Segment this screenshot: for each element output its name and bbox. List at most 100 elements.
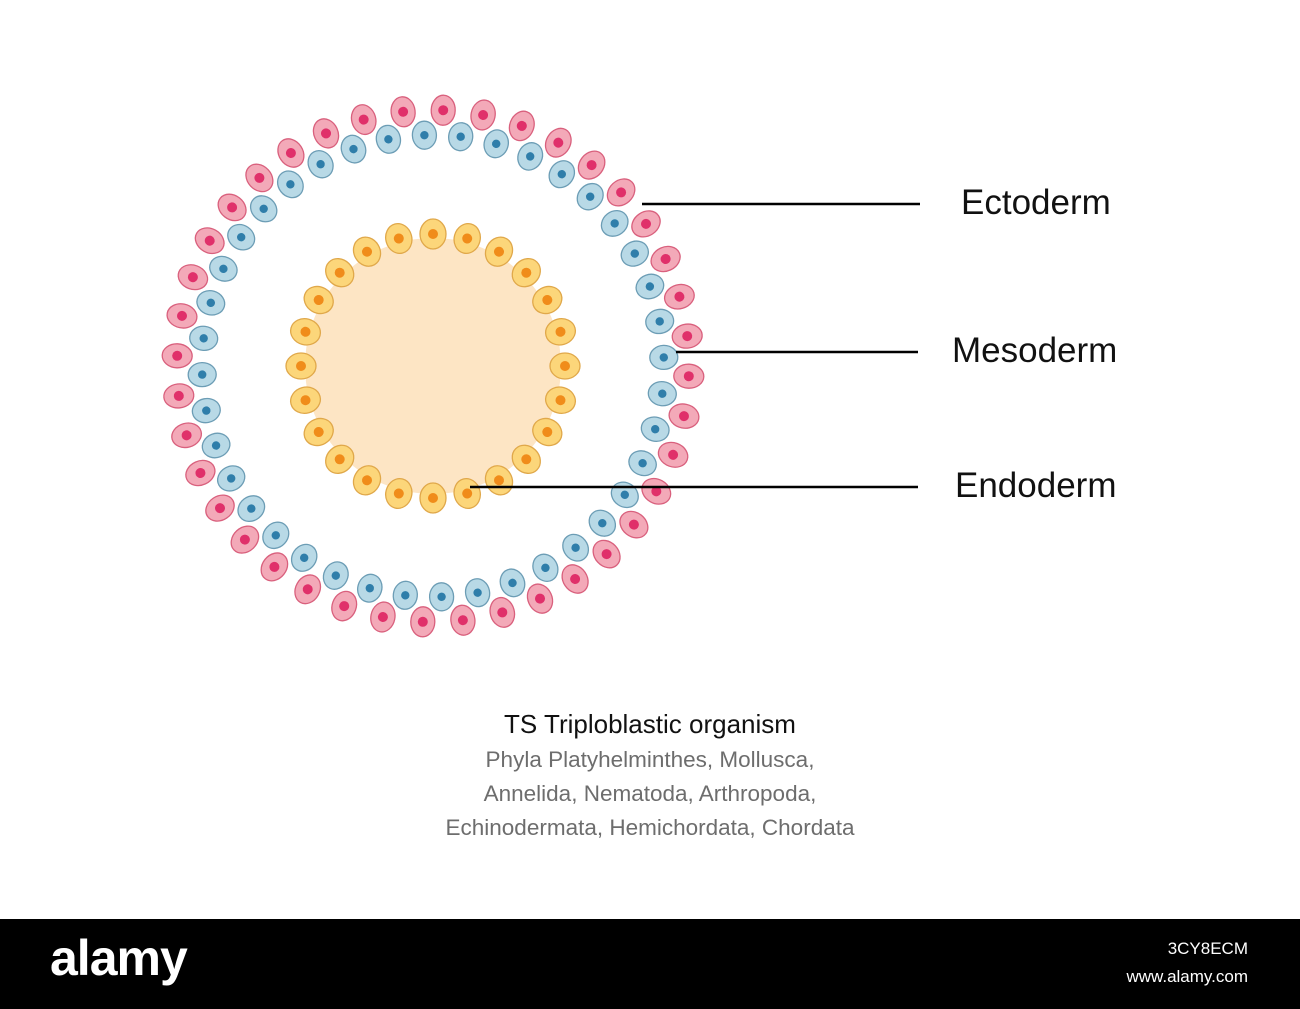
mesoderm-cell bbox=[188, 325, 219, 352]
mesoderm-cell bbox=[496, 566, 528, 601]
ectoderm-cell bbox=[615, 506, 653, 543]
endoderm-nucleus bbox=[296, 361, 306, 371]
ectoderm-cell bbox=[328, 588, 361, 624]
alamy-logo: alamy bbox=[50, 929, 187, 987]
ectoderm-cell bbox=[410, 606, 435, 637]
ectoderm-cell bbox=[662, 281, 697, 312]
mesoderm-cell bbox=[392, 580, 419, 611]
mesoderm-cell bbox=[272, 166, 308, 203]
mesoderm-cell bbox=[412, 121, 437, 150]
caption-line: Echinodermata, Hemichordata, Chordata bbox=[0, 811, 1300, 845]
mesoderm-cell bbox=[223, 219, 260, 255]
ectoderm-cell bbox=[273, 134, 310, 172]
ectoderm-cell bbox=[201, 490, 239, 527]
mesoderm-cell bbox=[354, 571, 385, 605]
mesoderm-cell bbox=[199, 429, 234, 461]
ectoderm-cell bbox=[505, 108, 538, 144]
mesoderm-cell bbox=[213, 461, 249, 496]
mesoderm-cell bbox=[528, 550, 563, 586]
ectoderm-cell bbox=[557, 560, 594, 598]
ectoderm-cell bbox=[175, 261, 211, 294]
ectoderm-cell bbox=[213, 189, 251, 226]
mesoderm-cell bbox=[206, 252, 242, 286]
ectoderm-cell bbox=[182, 456, 219, 490]
mesoderm-cell bbox=[644, 307, 676, 336]
ectoderm-cell bbox=[647, 242, 684, 276]
mesoderm-cell bbox=[194, 287, 228, 318]
mesoderm-cell bbox=[572, 178, 609, 215]
endoderm-cell bbox=[550, 353, 580, 379]
ectoderm-cell bbox=[673, 364, 704, 389]
endoderm-label: Endoderm bbox=[955, 466, 1116, 506]
endoderm-cell bbox=[286, 353, 316, 379]
ectoderm-cell bbox=[165, 301, 199, 330]
mesoderm-cell bbox=[286, 539, 322, 576]
ectoderm-cell bbox=[169, 420, 204, 451]
ectoderm-cell bbox=[523, 580, 557, 617]
ectoderm-cell bbox=[256, 548, 293, 586]
mesoderm-cell bbox=[617, 236, 653, 271]
mesoderm-cell bbox=[647, 380, 678, 407]
mesoderm-cell bbox=[245, 190, 282, 227]
mesoderm-cell bbox=[544, 156, 580, 193]
mesoderm-cell bbox=[257, 517, 294, 554]
mesoderm-cell bbox=[337, 132, 369, 167]
caption-title: TS Triploblastic organism bbox=[0, 705, 1300, 743]
mesoderm-cell bbox=[319, 558, 353, 594]
ectoderm-cell bbox=[655, 438, 691, 471]
ectoderm-cell bbox=[627, 206, 665, 243]
ectoderm-cell bbox=[468, 98, 497, 132]
endoderm-nucleus bbox=[428, 229, 438, 239]
ectoderm-cell bbox=[573, 146, 610, 184]
ectoderm-cell bbox=[540, 124, 576, 162]
caption-line: Phyla Platyhelminthes, Mollusca, bbox=[0, 743, 1300, 777]
ectoderm-cell bbox=[348, 102, 379, 137]
mesoderm-cell bbox=[481, 127, 512, 161]
ectoderm-cell bbox=[431, 95, 456, 126]
ectoderm-cell bbox=[389, 96, 416, 129]
ectoderm-cell bbox=[671, 322, 704, 349]
mesoderm-cell bbox=[584, 505, 621, 542]
ectoderm-cell bbox=[449, 604, 476, 637]
mesoderm-cell bbox=[649, 345, 678, 370]
mesoderm-cell bbox=[447, 121, 474, 152]
caption-line: Annelida, Nematoda, Arthropoda, bbox=[0, 777, 1300, 811]
mesoderm-cell bbox=[558, 529, 594, 566]
watermark-footer-bar: alamy 3CY8ECM www.alamy.com bbox=[0, 919, 1300, 1009]
ectoderm-label: Ectoderm bbox=[961, 183, 1111, 223]
mesoderm-cell bbox=[513, 139, 547, 175]
ectoderm-cell bbox=[588, 535, 626, 573]
ectoderm-cell bbox=[163, 382, 196, 409]
mesoderm-cell bbox=[606, 477, 643, 513]
mesoderm-label: Mesoderm bbox=[952, 331, 1117, 371]
ectoderm-cell bbox=[602, 173, 640, 211]
mesoderm-cell bbox=[633, 270, 668, 302]
mesoderm-cell bbox=[625, 446, 661, 480]
mesoderm-cell bbox=[188, 362, 217, 387]
mesoderm-cell bbox=[429, 582, 454, 611]
ectoderm-cell bbox=[368, 600, 397, 634]
ectoderm-cell bbox=[637, 473, 675, 509]
mesoderm-cell bbox=[596, 205, 633, 241]
ectoderm-cell bbox=[191, 223, 229, 259]
ectoderm-cell bbox=[290, 570, 326, 608]
mesoderm-cell bbox=[190, 396, 222, 425]
mesoderm-cell bbox=[638, 414, 672, 445]
ectoderm-cell bbox=[240, 159, 278, 197]
site-url: www.alamy.com bbox=[1126, 967, 1248, 987]
ectoderm-cell bbox=[487, 595, 518, 630]
mesoderm-cell bbox=[303, 146, 338, 182]
image-id: 3CY8ECM bbox=[1168, 939, 1248, 959]
endoderm-cell bbox=[420, 483, 446, 513]
ectoderm-cell bbox=[667, 401, 701, 430]
ectoderm-cell bbox=[226, 521, 264, 559]
ectoderm-cell bbox=[309, 115, 343, 152]
endoderm-cell bbox=[420, 219, 446, 249]
mesoderm-cell bbox=[233, 491, 270, 527]
endoderm-nucleus bbox=[560, 361, 570, 371]
mesoderm-cell bbox=[374, 123, 403, 155]
endoderm-nucleus bbox=[428, 493, 438, 503]
mesoderm-cell bbox=[463, 577, 492, 609]
caption: TS Triploblastic organism Phyla Platyhel… bbox=[0, 705, 1300, 845]
ectoderm-cell bbox=[162, 343, 193, 368]
